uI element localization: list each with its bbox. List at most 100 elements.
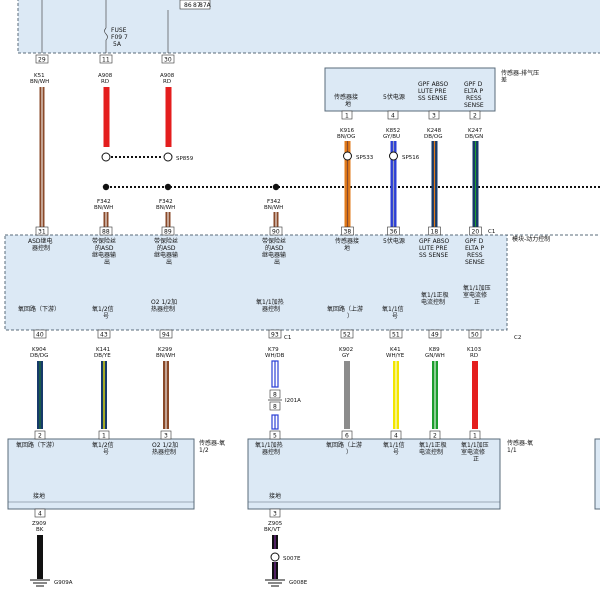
svg-text:88: 88 bbox=[102, 229, 110, 236]
svg-text:K89: K89 bbox=[429, 347, 440, 353]
svg-text:BN/WH: BN/WH bbox=[156, 353, 175, 359]
wire-k248 bbox=[431, 141, 438, 227]
svg-text:1/1: 1/1 bbox=[507, 447, 517, 454]
wire-k79 bbox=[271, 360, 279, 430]
pin-87: 87 bbox=[193, 2, 201, 9]
svg-text:的ASD: 的ASD bbox=[95, 244, 114, 252]
svg-text:差: 差 bbox=[501, 76, 507, 84]
partial-box-right bbox=[594, 438, 600, 510]
splice-sp859: SP859 bbox=[101, 152, 194, 162]
top-connector-pins: 29 11 30 bbox=[35, 54, 175, 64]
svg-text:BN/WH: BN/WH bbox=[156, 205, 175, 211]
svg-text:出: 出 bbox=[104, 258, 110, 266]
svg-text:带保险丝: 带保险丝 bbox=[154, 237, 178, 245]
svg-text:氧1/2信: 氧1/2信 bbox=[92, 305, 114, 313]
wire-f342-c bbox=[273, 212, 279, 227]
svg-text:49: 49 bbox=[431, 332, 439, 339]
svg-text:BN/WH: BN/WH bbox=[94, 205, 113, 211]
svg-text:GY/BU: GY/BU bbox=[383, 134, 400, 140]
svg-text:6: 6 bbox=[345, 433, 349, 440]
pressure-wire-labels: K916 BN/OG K852 GY/BU K248 DB/OG K247 DB… bbox=[337, 128, 483, 140]
svg-text:4: 4 bbox=[38, 511, 42, 518]
svg-text:接地: 接地 bbox=[269, 492, 281, 500]
wire-k299 bbox=[163, 361, 169, 429]
svg-text:GPF ABSO: GPF ABSO bbox=[418, 81, 449, 88]
wire-k141 bbox=[101, 361, 107, 429]
svg-text:WH/DB: WH/DB bbox=[265, 353, 285, 359]
svg-text:2: 2 bbox=[38, 433, 42, 440]
pcm-module: 模块-动力控制 C1 C2 C1 bbox=[4, 229, 600, 341]
svg-text:GN/WH: GN/WH bbox=[425, 353, 445, 359]
svg-text:ASD继电: ASD继电 bbox=[28, 237, 53, 245]
svg-text:K247: K247 bbox=[468, 128, 483, 134]
svg-text:）: ） bbox=[347, 313, 353, 320]
svg-text:传感器-氧: 传感器-氧 bbox=[199, 439, 225, 447]
svg-text:RD: RD bbox=[470, 353, 478, 359]
svg-text:K141: K141 bbox=[96, 347, 110, 353]
svg-text:BK/VT: BK/VT bbox=[264, 527, 281, 533]
svg-text:GY: GY bbox=[342, 353, 350, 359]
svg-text:3: 3 bbox=[273, 511, 277, 518]
svg-text:LUTE PRE: LUTE PRE bbox=[418, 88, 447, 95]
svg-text:40: 40 bbox=[36, 332, 44, 339]
svg-text:C1: C1 bbox=[284, 335, 291, 341]
svg-text:FUSE: FUSE bbox=[111, 27, 127, 34]
svg-text:DB/YE: DB/YE bbox=[94, 353, 111, 359]
svg-text:F342: F342 bbox=[97, 199, 111, 205]
svg-text:8: 8 bbox=[273, 404, 277, 411]
svg-text:G008E: G008E bbox=[289, 580, 308, 586]
svg-text:K852: K852 bbox=[386, 128, 400, 134]
svg-text:4: 4 bbox=[394, 433, 398, 440]
svg-text:BK: BK bbox=[36, 527, 44, 533]
svg-text:31: 31 bbox=[38, 229, 46, 236]
svg-text:50: 50 bbox=[471, 332, 479, 339]
svg-text:BN/WH: BN/WH bbox=[30, 79, 49, 85]
top-wire-labels: K51 BN/WH A908 RD A908 RD bbox=[30, 73, 175, 85]
svg-text:RESS: RESS bbox=[467, 252, 483, 259]
svg-text:出: 出 bbox=[166, 258, 172, 266]
svg-text:38: 38 bbox=[344, 229, 352, 236]
svg-text:出: 出 bbox=[274, 258, 280, 266]
svg-text:94: 94 bbox=[162, 332, 170, 339]
svg-text:GPF ABSO: GPF ABSO bbox=[419, 238, 450, 245]
svg-text:氧1/1加压: 氧1/1加压 bbox=[461, 441, 489, 449]
svg-text:氧1/1信: 氧1/1信 bbox=[383, 441, 405, 449]
f342-labels: F342 BN/WH F342 BN/WH F342 BN/WH bbox=[94, 199, 283, 211]
wire-k89 bbox=[432, 361, 438, 429]
svg-text:器控制: 器控制 bbox=[262, 305, 280, 313]
svg-text:氧1/1加热: 氧1/1加热 bbox=[255, 441, 283, 449]
svg-text:地: 地 bbox=[345, 100, 351, 108]
svg-text:器控制: 器控制 bbox=[32, 244, 50, 252]
wire-a908-2 bbox=[165, 87, 172, 147]
svg-text:I201A: I201A bbox=[285, 398, 301, 404]
svg-text:Z909: Z909 bbox=[32, 521, 47, 527]
pcm-top-labels: ASD继电 器控制 带保险丝 的ASD 继电器输 出 带保险丝 的ASD 继电器… bbox=[28, 237, 485, 266]
svg-text:K904: K904 bbox=[32, 347, 47, 353]
svg-text:接地: 接地 bbox=[33, 492, 45, 500]
svg-text:SS SENSE: SS SENSE bbox=[419, 252, 448, 259]
svg-text:）: ） bbox=[346, 449, 352, 456]
svg-text:SENSE: SENSE bbox=[464, 102, 484, 109]
svg-text:热器控制: 热器控制 bbox=[151, 305, 175, 313]
svg-text:正: 正 bbox=[474, 299, 480, 306]
svg-text:20: 20 bbox=[472, 229, 480, 236]
svg-text:K41: K41 bbox=[390, 347, 401, 353]
svg-text:RESS: RESS bbox=[466, 95, 482, 102]
splice-sp516: SP516 bbox=[389, 151, 420, 161]
svg-text:89: 89 bbox=[164, 229, 172, 236]
svg-text:传感器接: 传感器接 bbox=[335, 237, 359, 245]
o2-sensor-12-box: 2 1 3 氧回路（下游） 氧1/2信 号 O2 1/2加 热器控制 传感器-氧… bbox=[7, 430, 225, 587]
svg-text:RD: RD bbox=[101, 79, 109, 85]
svg-text:器控制: 器控制 bbox=[262, 448, 280, 456]
svg-text:号: 号 bbox=[103, 449, 109, 456]
svg-text:号: 号 bbox=[103, 313, 109, 320]
svg-text:的ASD: 的ASD bbox=[265, 244, 284, 252]
svg-text:DB/DG: DB/DG bbox=[30, 353, 48, 359]
wire-k103 bbox=[472, 361, 478, 429]
pcm-title: 模块-动力控制 bbox=[512, 235, 550, 243]
f342-bus bbox=[102, 183, 600, 191]
svg-text:30: 30 bbox=[164, 57, 172, 64]
svg-text:电流控制: 电流控制 bbox=[419, 448, 443, 456]
svg-text:51: 51 bbox=[392, 332, 400, 339]
